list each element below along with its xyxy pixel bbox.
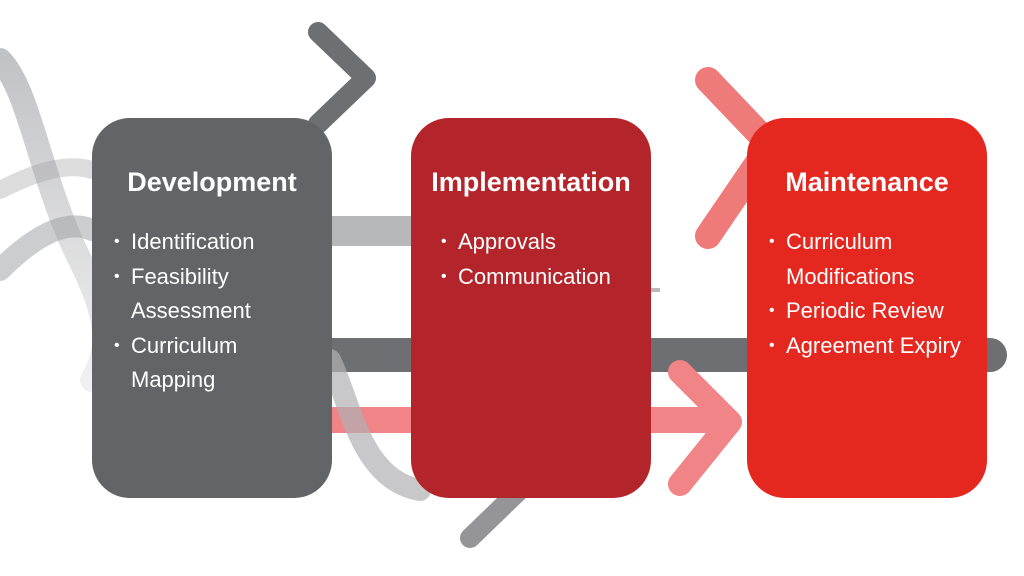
maintenance-card: Maintenance Curriculum Modifications Per… bbox=[747, 118, 987, 498]
implementation-list: Approvals Communication bbox=[441, 225, 646, 294]
list-item: Curriculum Modifications bbox=[769, 225, 984, 294]
development-title: Development bbox=[127, 167, 297, 197]
list-item: Agreement Expiry bbox=[769, 329, 984, 364]
list-item: Curriculum Mapping bbox=[114, 329, 326, 398]
list-item: Feasibility Assessment bbox=[114, 260, 326, 329]
gray-curves-left bbox=[0, 48, 117, 392]
list-item: Periodic Review bbox=[769, 294, 984, 329]
maintenance-title: Maintenance bbox=[785, 167, 949, 197]
development-list: Identification Feasibility Assessment Cu… bbox=[114, 225, 326, 398]
gray-arrow-top bbox=[50, 22, 376, 134]
list-item: Communication bbox=[441, 260, 646, 295]
development-card: Development Identification Feasibility A… bbox=[92, 118, 332, 498]
list-item: Approvals bbox=[441, 225, 646, 260]
maintenance-list: Curriculum Modifications Periodic Review… bbox=[769, 225, 984, 363]
implementation-title: Implementation bbox=[431, 167, 631, 197]
implementation-card: Implementation Approvals Communication bbox=[411, 118, 651, 498]
list-item: Identification bbox=[114, 225, 326, 260]
